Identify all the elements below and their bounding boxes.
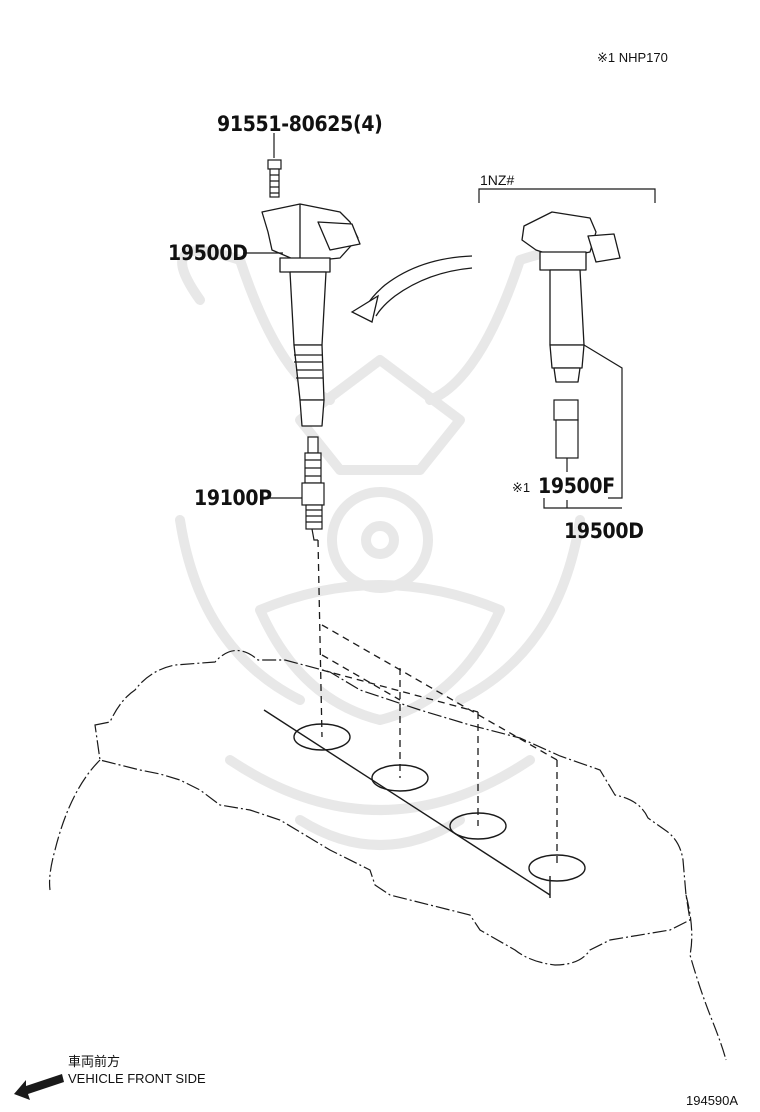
variant-label: 1NZ# — [480, 172, 515, 188]
ignition-coil-main — [261, 203, 361, 427]
direction-label-en: VEHICLE FRONT SIDE — [68, 1071, 206, 1086]
part-label-coil-alt[interactable]: 19500D — [564, 519, 644, 543]
swap-arrow — [350, 255, 473, 323]
front-arrow-icon — [14, 1074, 64, 1100]
cylinder-head-outline — [48, 649, 727, 1061]
coil-boot-19500f — [553, 399, 579, 472]
leader-lines — [243, 252, 623, 509]
figure-code: 194590A — [686, 1093, 739, 1108]
part-note-mark: ※1 — [512, 480, 531, 495]
direction-label-jp: 車両前方 — [68, 1054, 121, 1069]
part-label-bolt[interactable]: 91551-80625(4) — [217, 112, 383, 136]
header-note: ※1 NHP170 — [597, 50, 668, 65]
spark-plug-19100p — [301, 436, 325, 541]
variant-bracket — [478, 188, 656, 203]
part-label-coil-main[interactable]: 19500D — [168, 241, 248, 265]
part-label-boot[interactable]: 19500F — [538, 474, 615, 498]
bolt-91551 — [267, 133, 282, 198]
watermark-emblem — [175, 246, 585, 850]
part-label-spark-plug[interactable]: 19100P — [194, 486, 272, 510]
guide-lines — [317, 539, 558, 868]
ignition-coil-alt — [521, 211, 621, 383]
